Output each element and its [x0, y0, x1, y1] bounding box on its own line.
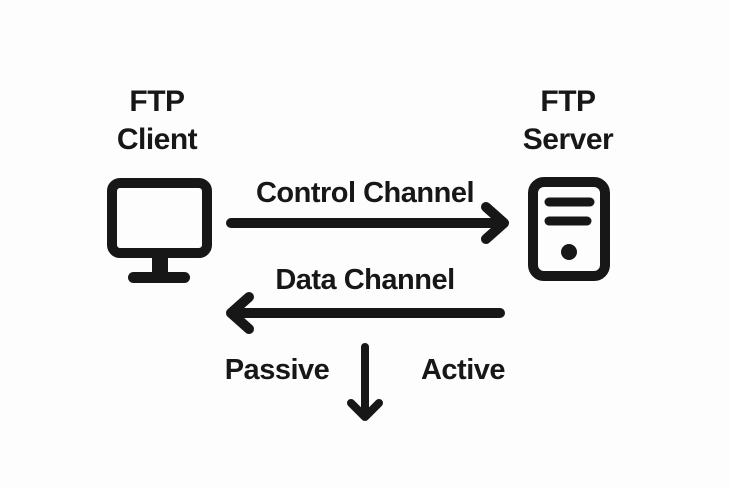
- desktop-monitor-icon: [107, 178, 212, 283]
- arrow-down-icon: [347, 343, 383, 421]
- control-channel-label: Control Channel: [255, 177, 475, 209]
- client-label-line1: FTP: [129, 85, 185, 118]
- passive-mode-label: Passive: [224, 354, 330, 386]
- client-node-label: FTP Client: [57, 83, 257, 159]
- active-mode-label: Active: [420, 354, 506, 386]
- server-node-label: FTP Server: [468, 83, 668, 159]
- control-channel-arrow-right-icon: [226, 202, 509, 244]
- client-label-line2: Client: [116, 123, 198, 156]
- server-label-line2: Server: [522, 123, 614, 156]
- data-channel-label: Data Channel: [275, 264, 455, 296]
- data-channel-arrow-left-icon: [226, 292, 505, 334]
- server-tower-icon: [528, 177, 610, 281]
- server-label-line1: FTP: [540, 85, 596, 118]
